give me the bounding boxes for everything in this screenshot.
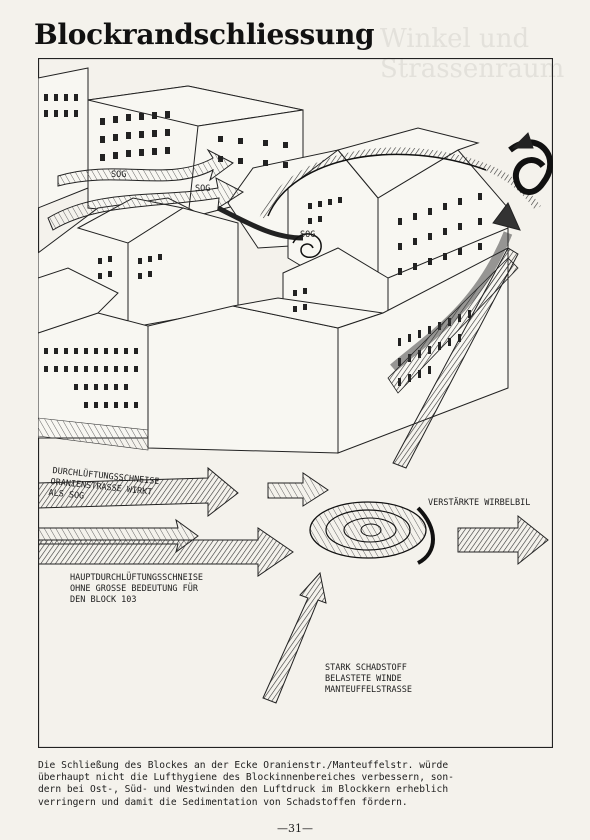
label-manteuffelstrasse-line3: MANTEUFFELSTRASSE [325, 685, 412, 695]
caption-line: überhaupt nicht die Lufthygiene des Bloc… [38, 772, 454, 784]
label-manteuffelstrasse-line2: BELASTETE WINDE [325, 674, 402, 684]
windows [44, 94, 482, 408]
caption-line: Die Schließung des Blockes an der Ecke O… [38, 760, 449, 771]
illustration: SOG SOG SOG DURCHLÜFTUNGSSCHNEISE ORANIE… [37, 57, 554, 749]
label-sog: SOG [111, 170, 127, 180]
label-manteuffelstrasse-line1: STARK SCHADSTOFF [325, 663, 407, 673]
caption-paragraph: Die Schließung des Blockes an der Ecke O… [38, 760, 558, 809]
wind-arrows [37, 132, 554, 704]
street-edge-shading [37, 417, 149, 451]
label-sog: SOG [195, 184, 211, 194]
label-hauptdurchlueftung-line1: HAUPTDURCHLÜFTUNGSSCHNEISE [70, 573, 204, 583]
label-hauptdurchlueftung-line2: OHNE GROSSE BEDEUTUNG FÜR [70, 584, 198, 594]
caption-line: verringern und damit die Sedimentation v… [38, 796, 408, 808]
block-drawing [37, 57, 554, 749]
caption-line: dern bei Ost-, Süd- und Westwinden den L… [38, 784, 449, 796]
label-verstaerkte-wirbelbildung: VERSTÄRKTE WIRBELBIL [428, 498, 531, 508]
page-number: —31— [277, 822, 313, 835]
building-block [37, 67, 509, 454]
page-title: Blockrandschliessung [34, 18, 375, 51]
label-sog: SOG [300, 230, 316, 240]
label-hauptdurchlueftung-line3: DEN BLOCK 103 [70, 595, 137, 605]
